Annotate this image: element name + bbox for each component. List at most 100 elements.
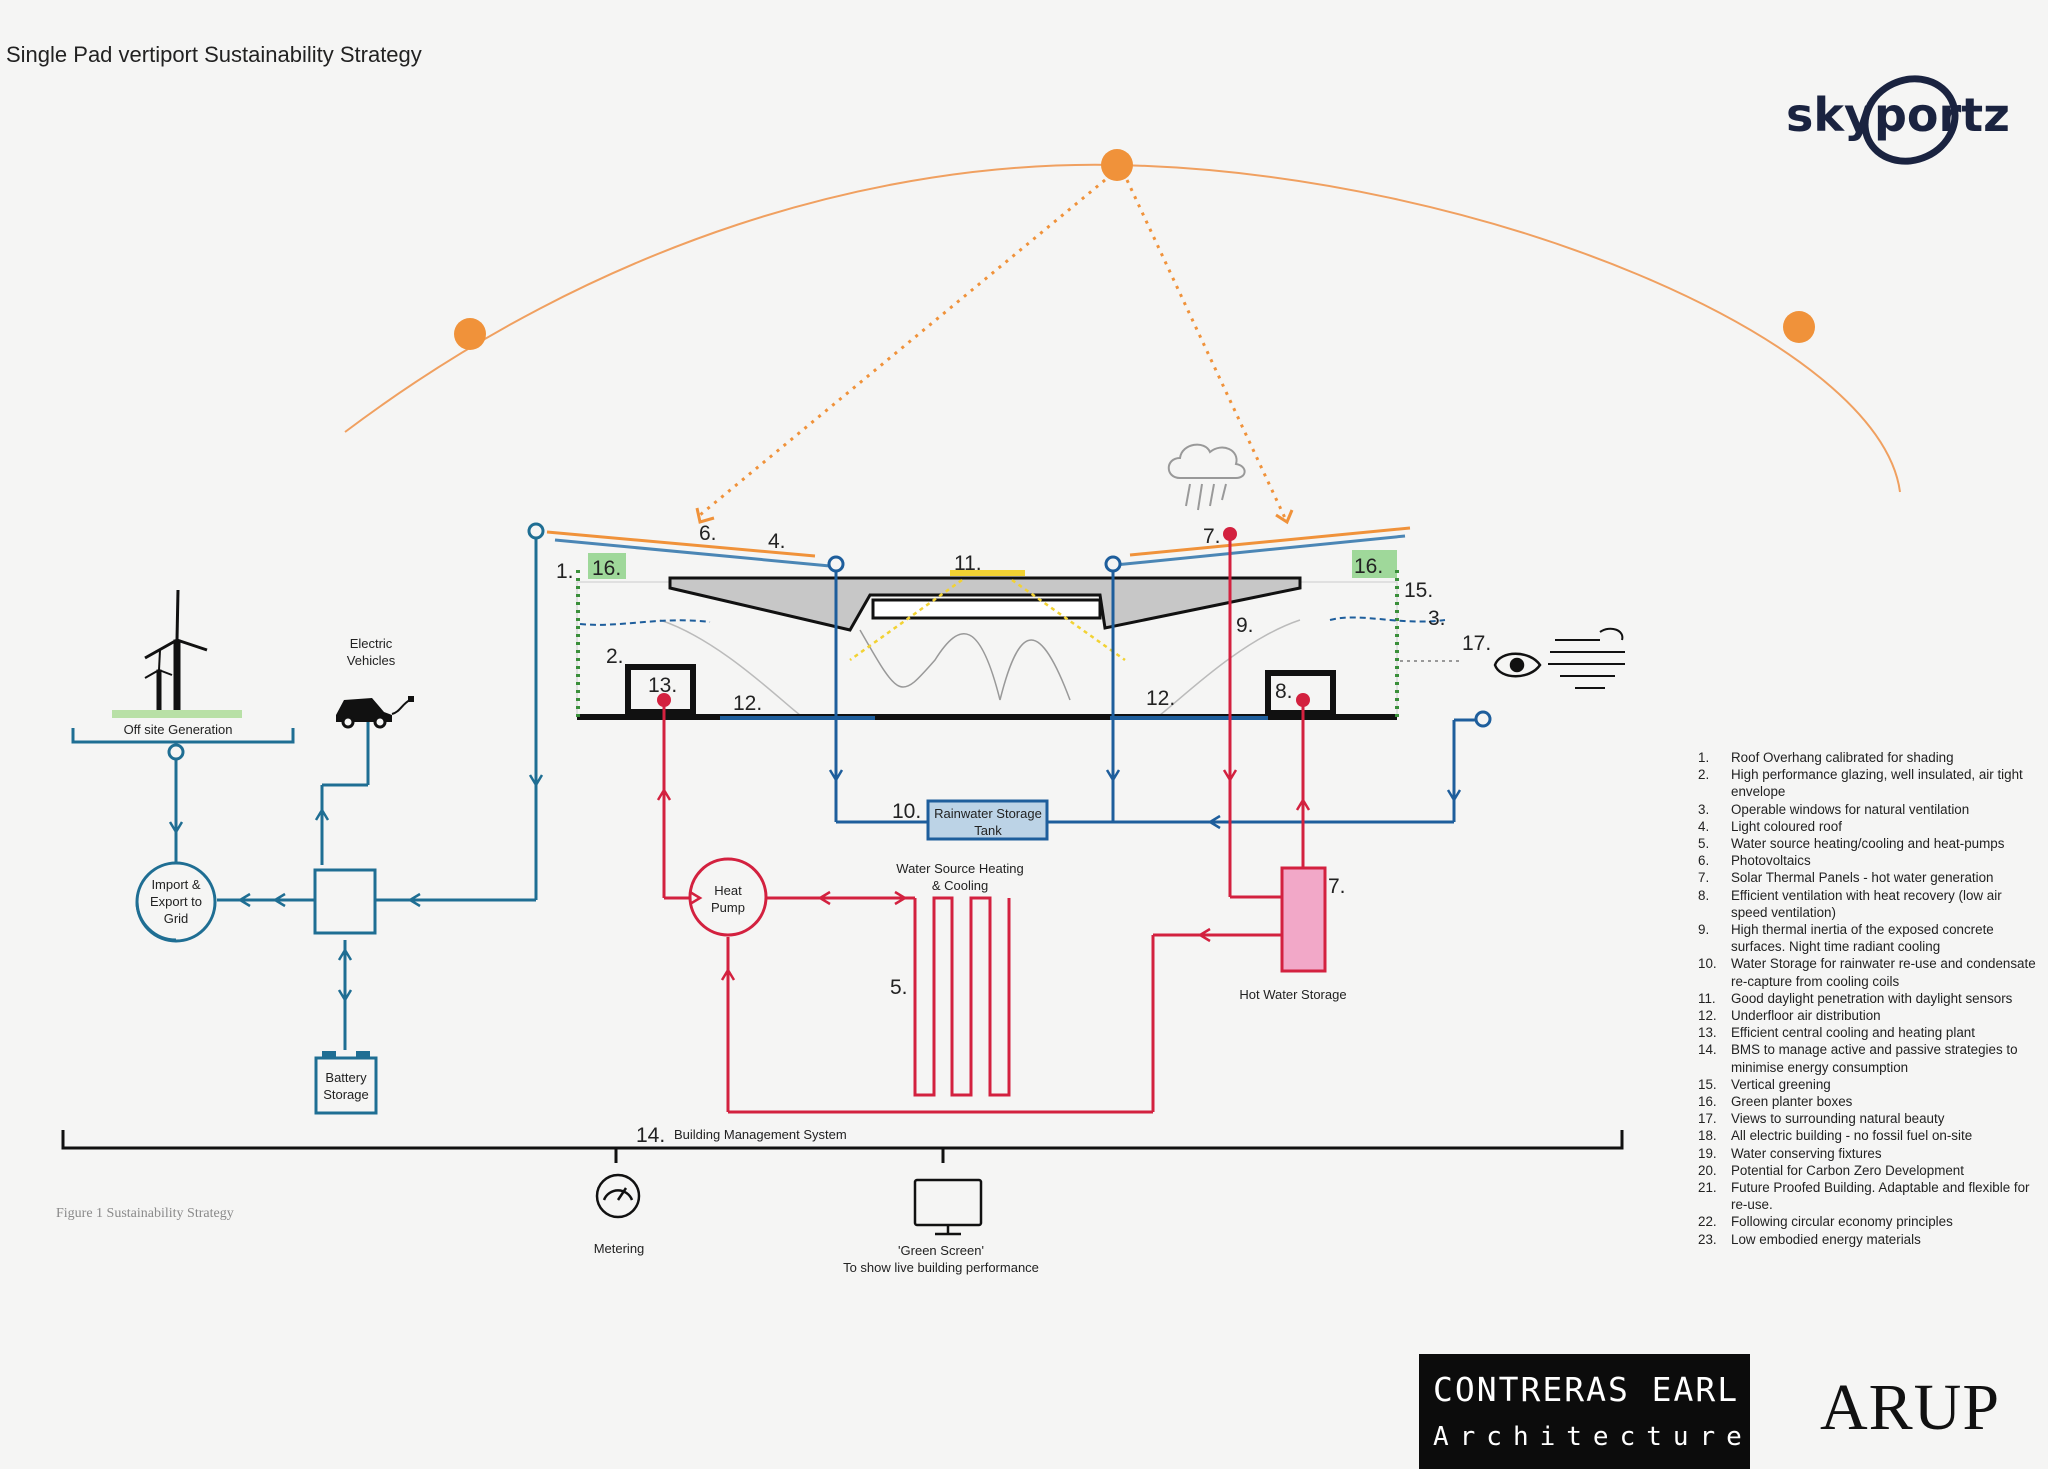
label-green-screen-2: To show live building performance	[843, 1260, 1039, 1275]
callout-2: 2.	[606, 645, 624, 668]
battery-storage-box	[314, 1056, 378, 1115]
bms-bar	[61, 1130, 1624, 1163]
label-bms: Building Management System	[674, 1127, 847, 1142]
legend-item: 16. Green planter boxes	[1698, 1093, 2038, 1110]
legend-item: 9.High thermal inertia of the exposed co…	[1698, 921, 2038, 955]
legend-item-text: Photovoltaics	[1731, 853, 1811, 869]
solar-thermal-node	[1223, 527, 1237, 541]
legend-item-text: Green planter boxes	[1731, 1094, 1853, 1110]
label-import-export-1: Import &	[151, 877, 200, 892]
callout-11: 11.	[954, 552, 982, 575]
legend-item-number: 21.	[1698, 1180, 1717, 1196]
rain-inlet-outside	[1474, 710, 1492, 728]
plant-room-right	[1265, 670, 1336, 716]
label-battery-1: Battery	[325, 1070, 367, 1085]
plant-node-right	[1296, 693, 1310, 707]
callout-3: 3.	[1428, 607, 1446, 630]
callout-1: 1.	[556, 560, 574, 583]
eye-icon	[1493, 652, 1542, 678]
legend-item: 14.BMS to manage active and passive stra…	[1698, 1041, 2038, 1075]
legend-item-number: 2.	[1698, 767, 1710, 783]
legend-item: 21. Future Proofed Building. Adaptable an…	[1698, 1179, 2038, 1213]
building-section	[576, 550, 1462, 720]
callout-17: 17.	[1462, 632, 1491, 655]
callout-6: 6.	[699, 522, 717, 545]
callout-10: 10.	[892, 800, 921, 823]
legend-item-text: Efficient central cooling and heating pl…	[1731, 1025, 1975, 1041]
legend-item-number: 20.	[1698, 1162, 1717, 1178]
legend-item-number: 7.	[1698, 870, 1710, 886]
skylight	[950, 570, 1025, 576]
offsite-connector	[167, 743, 185, 761]
legend-item-number: 10.	[1698, 956, 1717, 972]
label-electric-vehicles-2: Vehicles	[347, 653, 396, 668]
legend-item-number: 19.	[1698, 1145, 1717, 1161]
label-green-screen-1: 'Green Screen'	[898, 1243, 984, 1258]
page-title: Single Pad vertiport Sustainability Stra…	[6, 42, 422, 67]
ventilation-left	[579, 619, 711, 626]
legend-item-number: 14.	[1698, 1042, 1717, 1058]
distribution-board	[313, 868, 377, 935]
roof-blue-left	[554, 538, 831, 568]
label-heat-pump-2: Pump	[711, 900, 745, 915]
daylight-left	[849, 578, 963, 662]
plant-room-left	[625, 664, 696, 715]
electric-arrows	[168, 774, 544, 1003]
green-planter-left	[588, 553, 626, 579]
legend-item-text: Underfloor air distribution	[1731, 1008, 1881, 1024]
legend-item-text: All electric building - no fossil fuel o…	[1731, 1128, 1973, 1144]
legend-item-number: 16.	[1698, 1094, 1717, 1110]
roof-blue-right	[1114, 534, 1406, 567]
heating-network	[662, 535, 1305, 1114]
skyportz-logo: skyportz	[1786, 75, 2010, 165]
callout-7-tank: 7.	[1328, 875, 1346, 898]
daylight-right	[1011, 578, 1126, 662]
legend-item-text: Potential for Carbon Zero Development	[1731, 1162, 1964, 1178]
rain-inlet-left	[827, 555, 845, 573]
green-screen-icon	[913, 1178, 983, 1236]
legend-item-number: 11.	[1698, 990, 1716, 1006]
label-rainwater-2: Tank	[974, 823, 1002, 838]
legend-item-text: Light coloured roof	[1731, 818, 1842, 834]
roof-pv-left	[546, 530, 816, 558]
legend-item-number: 22.	[1698, 1214, 1717, 1230]
legend-item: 7.Solar Thermal Panels - hot water gener…	[1698, 869, 2038, 886]
figure-caption: Figure 1 Sustainability Strategy	[56, 1206, 234, 1221]
callout-4: 4.	[768, 530, 786, 553]
contreras-earl-logo: CONTRERAS EARL Architecture	[1419, 1354, 1750, 1469]
label-metering: Metering	[594, 1241, 645, 1256]
sun-ray-right	[1125, 179, 1287, 519]
sun-ray-right-arrow	[1275, 509, 1294, 525]
hot-water-storage-tank	[1280, 866, 1327, 973]
legend-item: 11.Good daylight penetration with daylig…	[1698, 990, 2038, 1007]
electrical-network	[71, 532, 538, 1050]
callout-12-right: 12.	[1146, 687, 1175, 710]
legend-item-text: Views to surrounding natural beauty	[1731, 1111, 1945, 1127]
legend-item-text: Water conserving fixtures	[1731, 1145, 1882, 1161]
label-water-source-2: & Cooling	[932, 878, 988, 893]
legend-item-number: 23.	[1698, 1231, 1717, 1247]
legend-item-number: 3.	[1698, 801, 1710, 817]
contreras-logo-line2: Architecture	[1433, 1422, 1753, 1452]
legend-item: 15.Vertical greening	[1698, 1076, 2038, 1093]
rainwater-storage-tank	[926, 799, 1049, 841]
legend-item-number: 12.	[1698, 1008, 1717, 1024]
legend-item: 23.Low embodied energy materials	[1698, 1231, 2038, 1248]
legend-item: 19. Water conserving fixtures	[1698, 1145, 2038, 1162]
legend-item-text: Efficient ventilation with heat recovery…	[1731, 887, 2002, 920]
legend-item: 3.Operable windows for natural ventilati…	[1698, 801, 2038, 818]
legend-item-text: Vertical greening	[1731, 1076, 1831, 1092]
legend-item: 18. All electric building - no fossil fue…	[1698, 1127, 2038, 1144]
legend-item-number: 8.	[1698, 887, 1710, 903]
legend-item: 8. Efficient ventilation with heat recove…	[1698, 887, 2038, 921]
legend-item: 5.Water source heating/cooling and heat-…	[1698, 835, 2038, 852]
legend-item: 6.Photovoltaics	[1698, 852, 2038, 869]
plant-node-left	[657, 693, 671, 707]
legend-item-number: 1.	[1698, 750, 1710, 765]
legend-item-text: Water Storage for rainwater re-use and c…	[1731, 956, 2036, 989]
legend-item-text: High thermal inertia of the exposed conc…	[1731, 922, 1994, 955]
legend-item-number: 18.	[1698, 1128, 1717, 1144]
legend-item-text: Future Proofed Building. Adaptable and f…	[1731, 1180, 2030, 1213]
